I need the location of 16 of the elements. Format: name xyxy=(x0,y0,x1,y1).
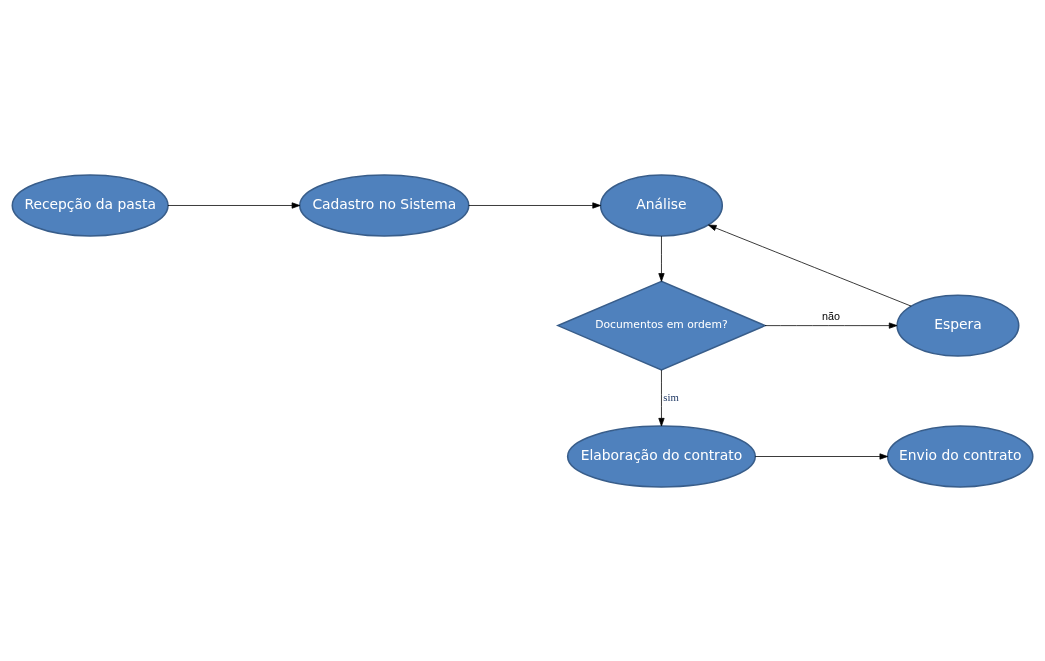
arrow xyxy=(764,322,898,329)
arrow xyxy=(658,369,665,426)
arrow xyxy=(658,235,665,282)
node-ellipse: Recepção da pasta xyxy=(11,173,169,237)
node-diamond: Documentos em ordem? xyxy=(555,280,767,371)
arrow xyxy=(167,201,301,209)
edge-label: não xyxy=(821,309,840,322)
arrow xyxy=(468,201,601,209)
node-ellipse: Espera xyxy=(896,293,1020,357)
node-ellipse: Envio do contrato xyxy=(886,424,1034,488)
node-ellipse: Cadastro no Sistema xyxy=(299,173,470,237)
node-ellipse: Análise xyxy=(599,173,724,237)
arrow xyxy=(755,452,888,460)
node-ellipse: Elaboração do contrato xyxy=(566,424,757,488)
edge-label: sim xyxy=(663,390,679,403)
arrow xyxy=(708,224,912,307)
